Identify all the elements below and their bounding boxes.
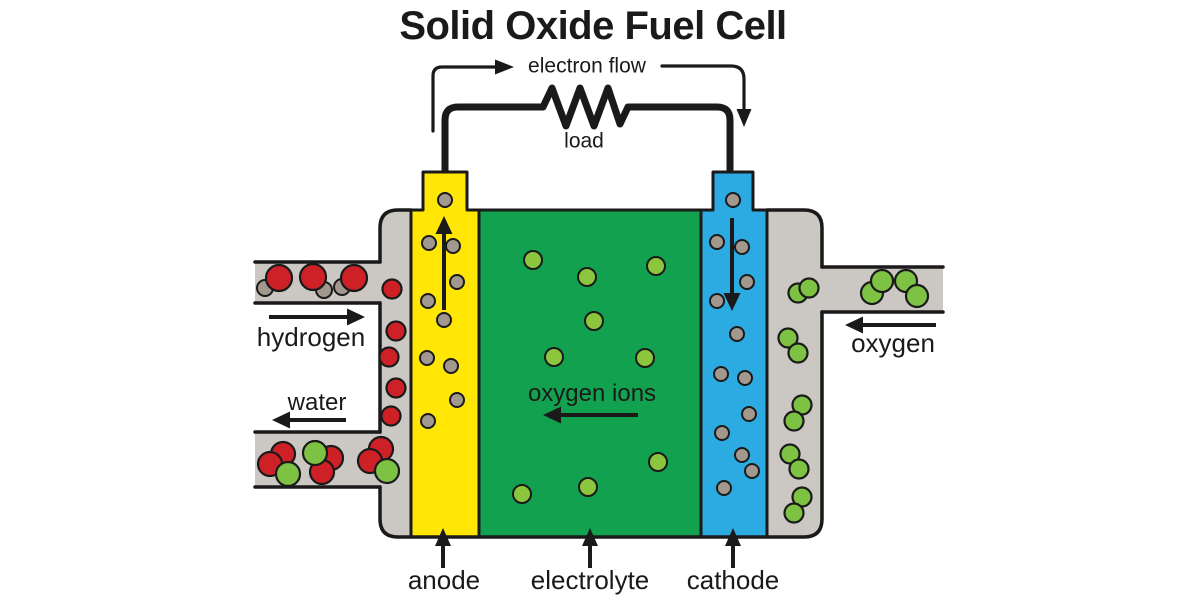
electron-flow-annotation [431,64,746,133]
cathode-down-arrowhead [723,293,741,311]
oxygen-label: oxygen [851,328,935,358]
electron-flow-arrowheads [495,59,752,127]
electrolyte-label: electrolyte [530,565,650,595]
cathode-label: cathode [686,565,780,595]
water-label: water [287,389,347,416]
cathode-strip [699,170,769,539]
water-arrowhead [272,411,290,429]
electron-flow-label: electron flow [528,54,646,78]
circuit-wire-with-resistor [441,84,734,174]
oxygen-arrowhead [845,316,863,334]
hydrogen-arrowhead [347,308,365,326]
housing-outline [253,208,945,539]
anode-label: anode [407,565,481,595]
electrolyte-callout-arrowhead [582,528,598,546]
anode-up-arrowhead [435,216,453,234]
oxygen-ion-dots [512,250,668,504]
cathode-callout-arrowhead [725,528,741,546]
flow-arrows [269,216,936,568]
green-molecules [274,268,930,524]
electron-flow-right-arrowhead [495,59,514,75]
oxygen-ions-arrowhead [543,406,561,424]
page-title: Solid Oxide Fuel Cell [399,4,787,48]
anode-callout-arrowhead [435,528,451,546]
red-molecules [256,262,407,486]
load-label: load [564,129,604,153]
hydrogen-label: hydrogen [256,322,366,352]
electron-flow-down-arrowhead [736,109,752,127]
oxygen-ions-label: oxygen ions [527,380,657,407]
